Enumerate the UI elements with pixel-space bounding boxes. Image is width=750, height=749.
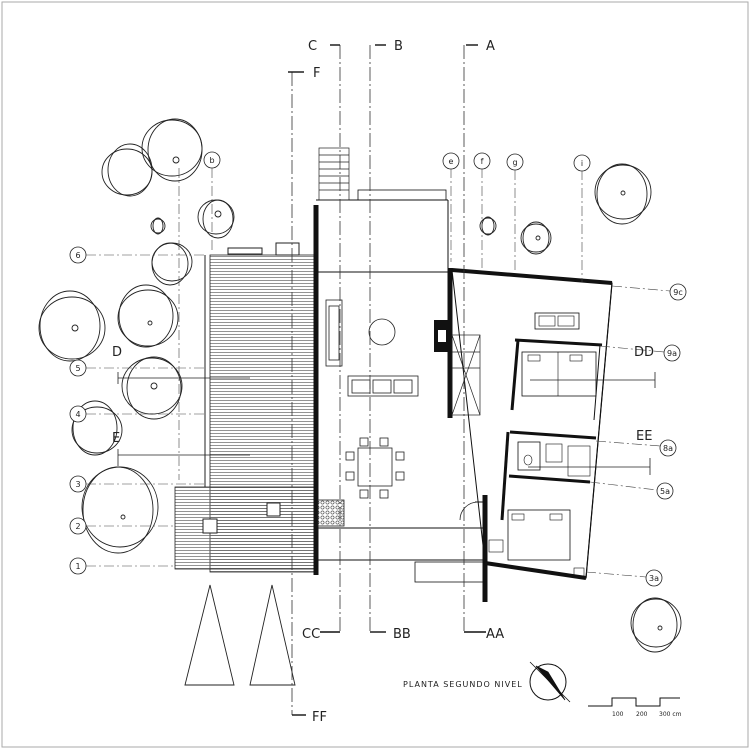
grid-label-g: g [512,158,517,167]
grid-label-3a: 3a [649,574,659,583]
grid-label-9a: 9a [667,349,677,358]
grid-bubble-labels: 6 5 4 3 2 1 b e f g i 9c 9a 8a 5a 3a [75,156,682,583]
grid-bubbles [69,151,687,587]
grid-label-9c: 9c [673,288,683,297]
section-label-bb: BB [393,627,411,642]
north-arrow-icon [529,661,571,703]
grid-label-3: 3 [75,480,80,489]
grid-label-8a: 8a [663,444,673,453]
interior-stair [451,334,481,416]
tree-10 [150,217,166,235]
grid-label-5: 5 [75,364,80,373]
grid-label-5a: 5a [660,487,670,496]
scale-label-200: 200 [636,711,648,718]
tree-9 [81,466,159,554]
section-label-aa: AA [486,627,504,642]
scale-label-300: 300 cm [659,711,682,718]
section-label-f: F [313,66,320,81]
section-lines [291,45,465,715]
section-caps [288,44,486,716]
section-label-cc: CC [302,627,320,642]
drawing-title: PLANTA SEGUNDO NIVEL [403,680,523,689]
grid-label-f: f [481,157,484,166]
grid-label-6: 6 [75,251,80,260]
conifer-2 [249,584,296,686]
section-label-e: E [112,431,120,446]
tree-11 [479,216,497,236]
tree-2 [101,143,153,197]
tree-7 [121,356,183,420]
tree-8 [71,400,123,456]
bedroom-wing [451,268,613,580]
tree-3 [197,199,235,239]
tree-1 [141,118,203,182]
grid-label-e: e [449,157,454,166]
section-label-d: D [112,345,122,360]
grid-label-1: 1 [75,562,80,571]
tree-12 [520,221,552,255]
section-label-a: A [486,39,495,54]
section-label-ff: FF [312,710,327,725]
section-label-b: B [394,39,403,54]
section-label-ee: EE [636,429,652,444]
section-label-c: C [308,39,317,54]
tree-4 [151,242,193,286]
side-section-arrows [117,372,656,475]
furniture [317,299,479,527]
scale-label-100: 100 [612,711,624,718]
grid-lines [86,168,671,578]
tree-6 [117,284,179,348]
tree-5 [38,290,106,362]
grid-label-i: i [581,159,583,168]
trees [38,118,682,686]
tree-14 [630,597,682,653]
section-label-dd: DD [634,345,654,360]
conifer-1 [184,584,235,686]
grid-label-b: b [209,156,214,165]
roof-area [174,242,315,573]
tree-13 [594,163,652,225]
labels: PLANTA SEGUNDO NIVEL 100 200 300 cm C B … [112,39,682,725]
exterior-stair [318,147,350,201]
grid-label-4: 4 [75,410,80,419]
grid-label-2: 2 [75,522,80,531]
scale-bar [588,697,680,707]
